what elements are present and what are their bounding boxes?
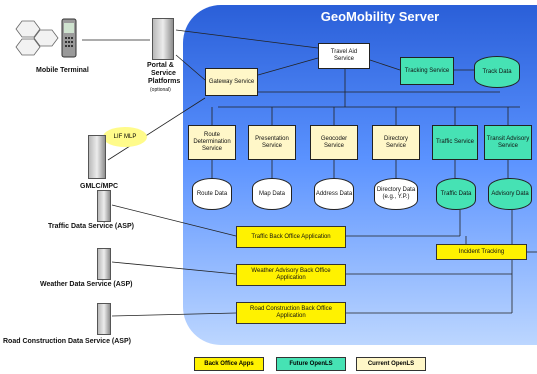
gmlc-label: GMLC/MPC xyxy=(80,183,119,190)
gmlc-server-icon xyxy=(88,135,106,179)
lif-mlp-badge: LIF MLP xyxy=(103,127,147,147)
gateway-service: Gateway Service xyxy=(205,68,258,96)
transit-advisory-service: Transit Advisory Service xyxy=(484,125,532,160)
directory-data-store: Directory Data (e.g., Y.P.) xyxy=(374,178,418,210)
mobile-terminal-label: Mobile Terminal xyxy=(36,67,89,74)
portal-server-icon xyxy=(152,18,174,60)
weather-back-office-app: Weather Advisory Back Office Application xyxy=(236,264,346,286)
advisory-data-store: Advisory Data xyxy=(488,178,532,210)
presentation-service: Presentation Service xyxy=(248,125,296,160)
traffic-asp-label: Traffic Data Service (ASP) xyxy=(48,223,134,230)
traffic-asp-server-icon xyxy=(97,190,111,222)
incident-tracking-app: Incident Tracking xyxy=(436,244,527,260)
route-determination-service: Route Determination Service xyxy=(188,125,236,160)
link-portal-travel xyxy=(175,29,319,49)
geocoder-service: Geocoder Service xyxy=(310,125,358,160)
legend-back-office: Back Office Apps xyxy=(194,357,264,371)
road-asp-server-icon xyxy=(97,303,111,335)
legend-future-openls: Future OpenLS xyxy=(276,357,346,371)
mobile-terminal-icon xyxy=(10,17,82,61)
map-data-store: Map Data xyxy=(252,178,292,210)
weather-asp-server-icon xyxy=(97,248,111,280)
address-data-store: Address Data xyxy=(314,178,354,210)
weather-asp-label: Weather Data Service (ASP) xyxy=(40,281,133,288)
portal-label-1: Portal & xyxy=(147,62,174,69)
link-travel-tracking xyxy=(369,59,401,71)
link-portal-gateway xyxy=(175,54,206,81)
road-construction-back-office-app: Road Construction Back Office Applicatio… xyxy=(236,302,346,324)
travel-aid-service: Travel Aid Service xyxy=(318,43,370,69)
traffic-back-office-app: Traffic Back Office Application xyxy=(236,226,346,248)
portal-label-3: Platforms xyxy=(148,78,181,85)
route-data-store: Route Data xyxy=(192,178,232,210)
portal-optional-label: (optional) xyxy=(150,87,171,93)
traffic-service: Traffic Service xyxy=(432,125,478,160)
legend-current-openls: Current OpenLS xyxy=(356,357,426,371)
track-data-store: Track Data xyxy=(474,56,520,88)
link-gmlc-gateway xyxy=(107,97,206,161)
directory-service: Directory Service xyxy=(372,125,420,160)
traffic-data-store: Traffic Data xyxy=(436,178,476,210)
portal-label-2: Service xyxy=(151,70,176,77)
tracking-service: Tracking Service xyxy=(400,57,454,85)
server-title: GeoMobility Server xyxy=(320,9,440,24)
link-gateway-travel xyxy=(257,57,319,76)
road-asp-label: Road Construction Data Service (ASP) xyxy=(3,338,131,345)
